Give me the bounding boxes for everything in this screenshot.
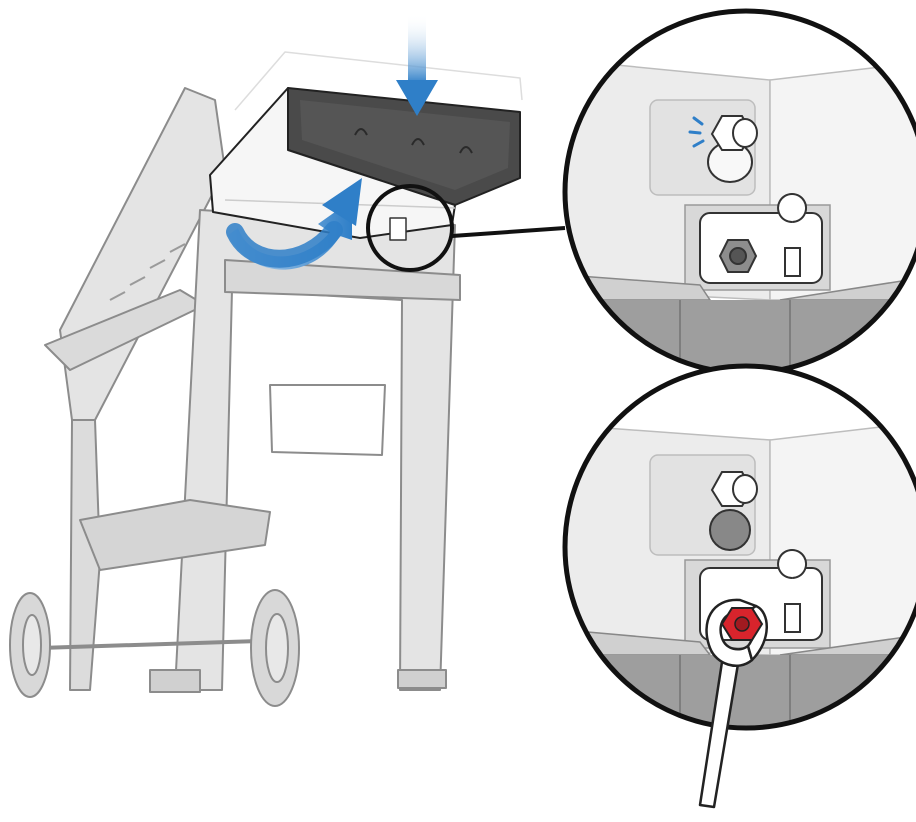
cart-front-window [270, 385, 385, 455]
keyhole-plate [700, 213, 822, 283]
nut-red [722, 608, 762, 640]
detail-view-tighten [560, 360, 916, 745]
callout-leader [452, 228, 565, 236]
cart-foot-right [398, 670, 446, 688]
cart-foot-left [150, 670, 200, 692]
detail-view-hook [560, 10, 916, 390]
firebox [210, 52, 522, 240]
cart-lower-shelf [80, 500, 270, 570]
